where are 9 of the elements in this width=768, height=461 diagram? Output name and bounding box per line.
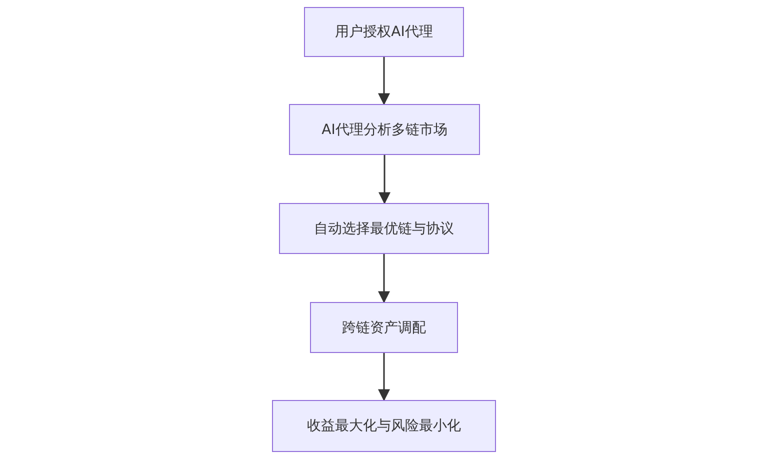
arrow <box>378 155 390 204</box>
process-box: 用户授权AI代理 <box>304 7 464 57</box>
process-box: 收益最大化与风险最小化 <box>272 400 496 452</box>
arrow <box>378 57 390 106</box>
arrow <box>378 353 390 402</box>
process-box: AI代理分析多链市场 <box>289 104 480 155</box>
arrow <box>378 254 390 304</box>
process-box: 自动选择最优链与协议 <box>279 203 489 254</box>
process-box: 跨链资产调配 <box>310 302 458 353</box>
